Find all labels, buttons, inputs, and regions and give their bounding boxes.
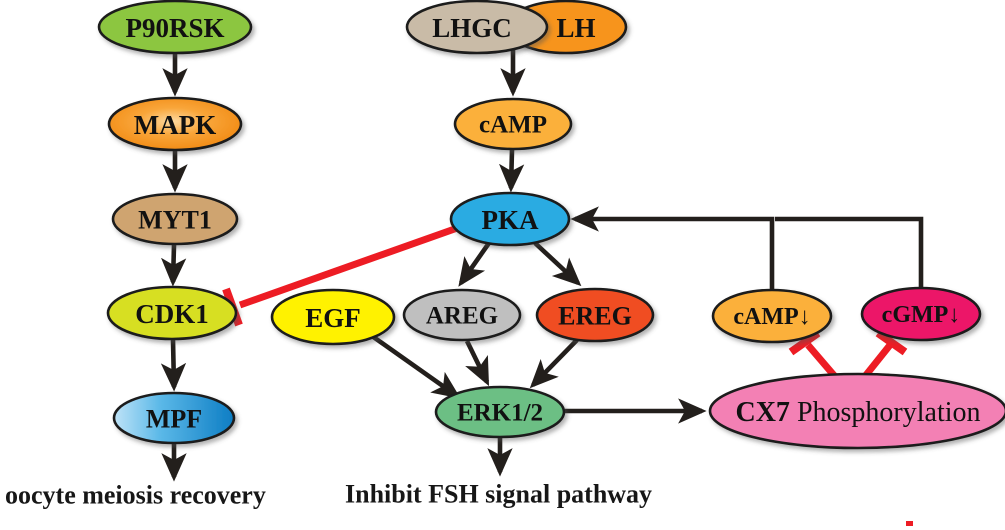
outcome-inhibit-fsh-signal-pathway: Inhibit FSH signal pathway: [345, 480, 652, 509]
node-cx7-label-plain: Phosphorylation: [790, 397, 981, 428]
edge-egf-to-erk12: [370, 334, 461, 399]
node-egf[interactable]: EGF: [270, 288, 396, 346]
node-cx7-shape: [708, 372, 1005, 450]
node-p90rsk[interactable]: P90RSK: [97, 0, 253, 55]
node-camp-down-label: cAMP↓: [733, 304, 810, 330]
node-camp-down-shape: [711, 288, 833, 344]
node-cdk1[interactable]: CDK1: [106, 285, 238, 341]
node-pka[interactable]: PKA: [449, 191, 571, 247]
node-erk12-label: ERK1/2: [457, 400, 543, 427]
node-p90rsk-shape: [97, 0, 253, 55]
node-lh-label: LH: [556, 13, 595, 43]
node-lhgc-label: LHGC: [432, 13, 512, 43]
edge-pka-to-ereg: [533, 241, 582, 287]
node-egf-label: EGF: [305, 303, 361, 333]
edge-pka-to-areg: [458, 241, 491, 287]
outcome-oocyte-meiosis-recovery: oocyte meiosis recovery: [5, 481, 266, 510]
node-lhgc-shape: [405, 0, 549, 55]
node-cgmp-down-label: cGMP↓: [882, 302, 961, 328]
edge-layer: [160, 48, 924, 482]
node-cgmp-down[interactable]: cGMP↓: [860, 286, 982, 342]
node-pka-label: PKA: [482, 205, 539, 235]
node-camp[interactable]: cAMP: [453, 97, 573, 151]
node-p90rsk-label: P90RSK: [125, 13, 224, 43]
node-camp-down[interactable]: cAMP↓: [711, 288, 833, 344]
inhibition-cx7-to-cgmp-down-bar: [875, 329, 908, 356]
inhibition-pka-to-cdk1: [238, 222, 465, 309]
node-mapk-shape: [107, 96, 243, 152]
node-mpf-shape: [112, 391, 236, 445]
node-camp-label: cAMP: [479, 112, 547, 139]
inhibition-cx7-to-camp-down-bar: [788, 329, 821, 356]
node-ereg[interactable]: EREG: [535, 287, 655, 343]
edge-myt1-to-cdk1: [161, 244, 187, 287]
node-mpf-label: MPF: [146, 405, 202, 434]
node-erk12[interactable]: ERK1/2: [434, 385, 566, 439]
edge-cgmp-down-to-pka: [775, 216, 924, 288]
edge-camp-to-pka: [498, 149, 525, 193]
node-camp-shape: [453, 97, 573, 151]
edge-ereg-to-erk12: [529, 338, 579, 389]
node-erk12-shape: [434, 385, 566, 439]
node-ereg-shape: [535, 287, 655, 343]
node-mapk-label: MAPK: [134, 110, 216, 140]
node-ereg-label: EREG: [558, 302, 632, 331]
node-egf-shape: [270, 288, 396, 346]
node-pka-shape: [449, 191, 571, 247]
node-cx7-label: CX7 Phosphorylation: [735, 397, 980, 428]
red-artifact-mark: [906, 521, 913, 526]
node-lhgc[interactable]: LHGC: [405, 0, 549, 55]
node-cgmp-down-shape: [860, 286, 982, 342]
node-cdk1-label: CDK1: [135, 299, 209, 329]
edge-cdk1-to-mpf: [160, 339, 187, 392]
node-myt1[interactable]: MYT1: [111, 192, 239, 246]
node-cx7-phosphorylation[interactable]: CX7 Phosphorylation: [708, 372, 1005, 450]
node-areg-shape: [402, 288, 522, 342]
node-areg-label: AREG: [426, 303, 498, 330]
node-areg[interactable]: AREG: [402, 288, 522, 342]
node-cdk1-shape: [106, 285, 238, 341]
node-mapk[interactable]: MAPK: [107, 96, 243, 152]
node-cx7-label-bold: CX7: [735, 397, 789, 428]
edge-camp-down-to-pka: [570, 206, 775, 290]
edge-areg-to-erk12: [464, 339, 490, 387]
node-myt1-shape: [111, 192, 239, 246]
node-myt1-label: MYT1: [138, 206, 212, 235]
node-mpf[interactable]: MPF: [112, 391, 236, 445]
